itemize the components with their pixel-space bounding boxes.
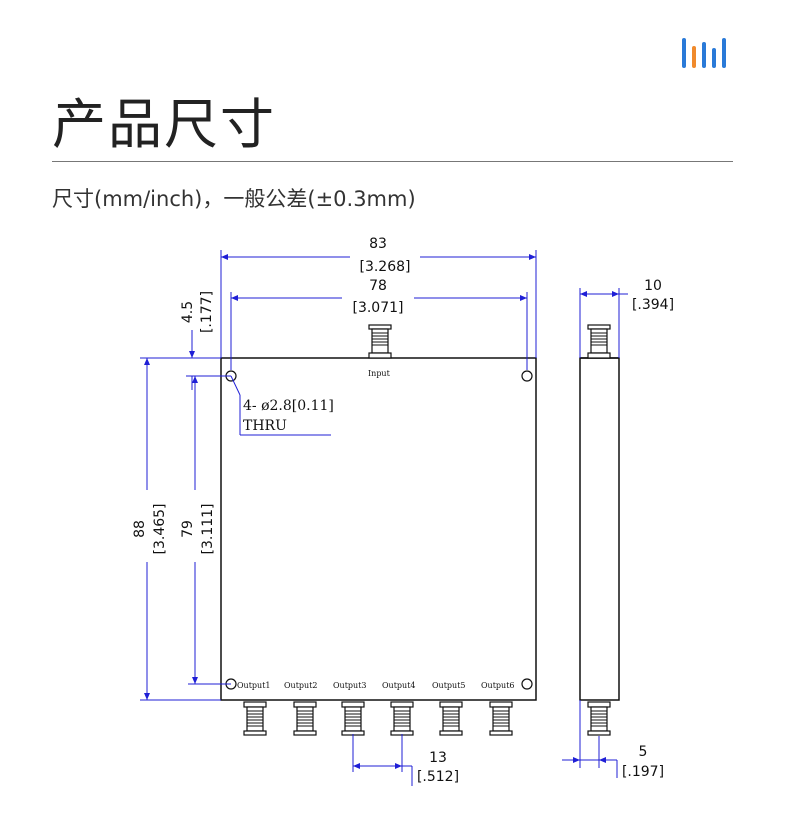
dim-hole-spacing-x-inch: [3.071] bbox=[352, 300, 403, 316]
hole-leader bbox=[230, 375, 241, 396]
dim-connector-offset-mm: 5 bbox=[639, 744, 648, 760]
dim-connector-offset bbox=[562, 700, 618, 778]
dim-overall-width-inch: [3.268] bbox=[359, 259, 410, 275]
side-input-connector bbox=[587, 324, 611, 359]
dim-hole-offset-inch: [.177] bbox=[199, 291, 215, 333]
page-title: 产品尺寸 bbox=[52, 93, 276, 156]
dim-hole-spacing-y-mm: 79 bbox=[180, 520, 196, 538]
dim-overall-width-mm: 83 bbox=[369, 236, 387, 252]
output-connector-4 bbox=[390, 701, 414, 736]
mount-hole-top-right bbox=[521, 370, 533, 382]
output-connector-3 bbox=[341, 701, 365, 736]
output-connector-1 bbox=[243, 701, 267, 736]
splitter-body-front bbox=[220, 357, 537, 701]
side-output-connector bbox=[587, 701, 611, 736]
output-connector-2 bbox=[293, 701, 317, 736]
dim-hole-spacing-y-inch: [3.111] bbox=[200, 503, 216, 554]
dim-hole-spacing-x-mm: 78 bbox=[369, 278, 387, 294]
splitter-body-side bbox=[579, 357, 620, 701]
thru-note: THRU bbox=[243, 418, 287, 434]
output-label-6: Output6 bbox=[481, 681, 515, 690]
output-label-2: Output2 bbox=[284, 681, 318, 690]
dim-output-pitch bbox=[352, 734, 413, 786]
dim-output-pitch-inch: [.512] bbox=[417, 769, 459, 785]
output-label-1: Output1 bbox=[237, 681, 271, 690]
dim-connector-offset-inch: [.197] bbox=[622, 764, 664, 780]
bars-logo-icon bbox=[682, 38, 726, 68]
dim-thickness bbox=[579, 288, 628, 358]
output-label-4: Output4 bbox=[382, 681, 416, 690]
output-connector-5 bbox=[439, 701, 463, 736]
dim-thickness-inch: [.394] bbox=[632, 297, 674, 313]
dim-hole-offset-mm: 4.5 bbox=[180, 301, 196, 323]
hole-note: 4- ø2.8[0.11] bbox=[243, 398, 334, 414]
input-connector bbox=[368, 324, 392, 359]
output-label-3: Output3 bbox=[333, 681, 367, 690]
page-subtitle: 尺寸(mm/inch)，一般公差(±0.3mm) bbox=[52, 187, 416, 211]
mount-hole-bottom-right bbox=[521, 678, 533, 690]
output-connector-6 bbox=[489, 701, 513, 736]
title-divider bbox=[52, 161, 733, 162]
output-label-5: Output5 bbox=[432, 681, 466, 690]
dim-output-pitch-mm: 13 bbox=[429, 750, 447, 766]
input-label: Input bbox=[368, 369, 391, 378]
dim-thickness-mm: 10 bbox=[644, 278, 662, 294]
dim-overall-height-mm: 88 bbox=[132, 520, 148, 538]
dim-overall-height-inch: [3.465] bbox=[152, 503, 168, 554]
